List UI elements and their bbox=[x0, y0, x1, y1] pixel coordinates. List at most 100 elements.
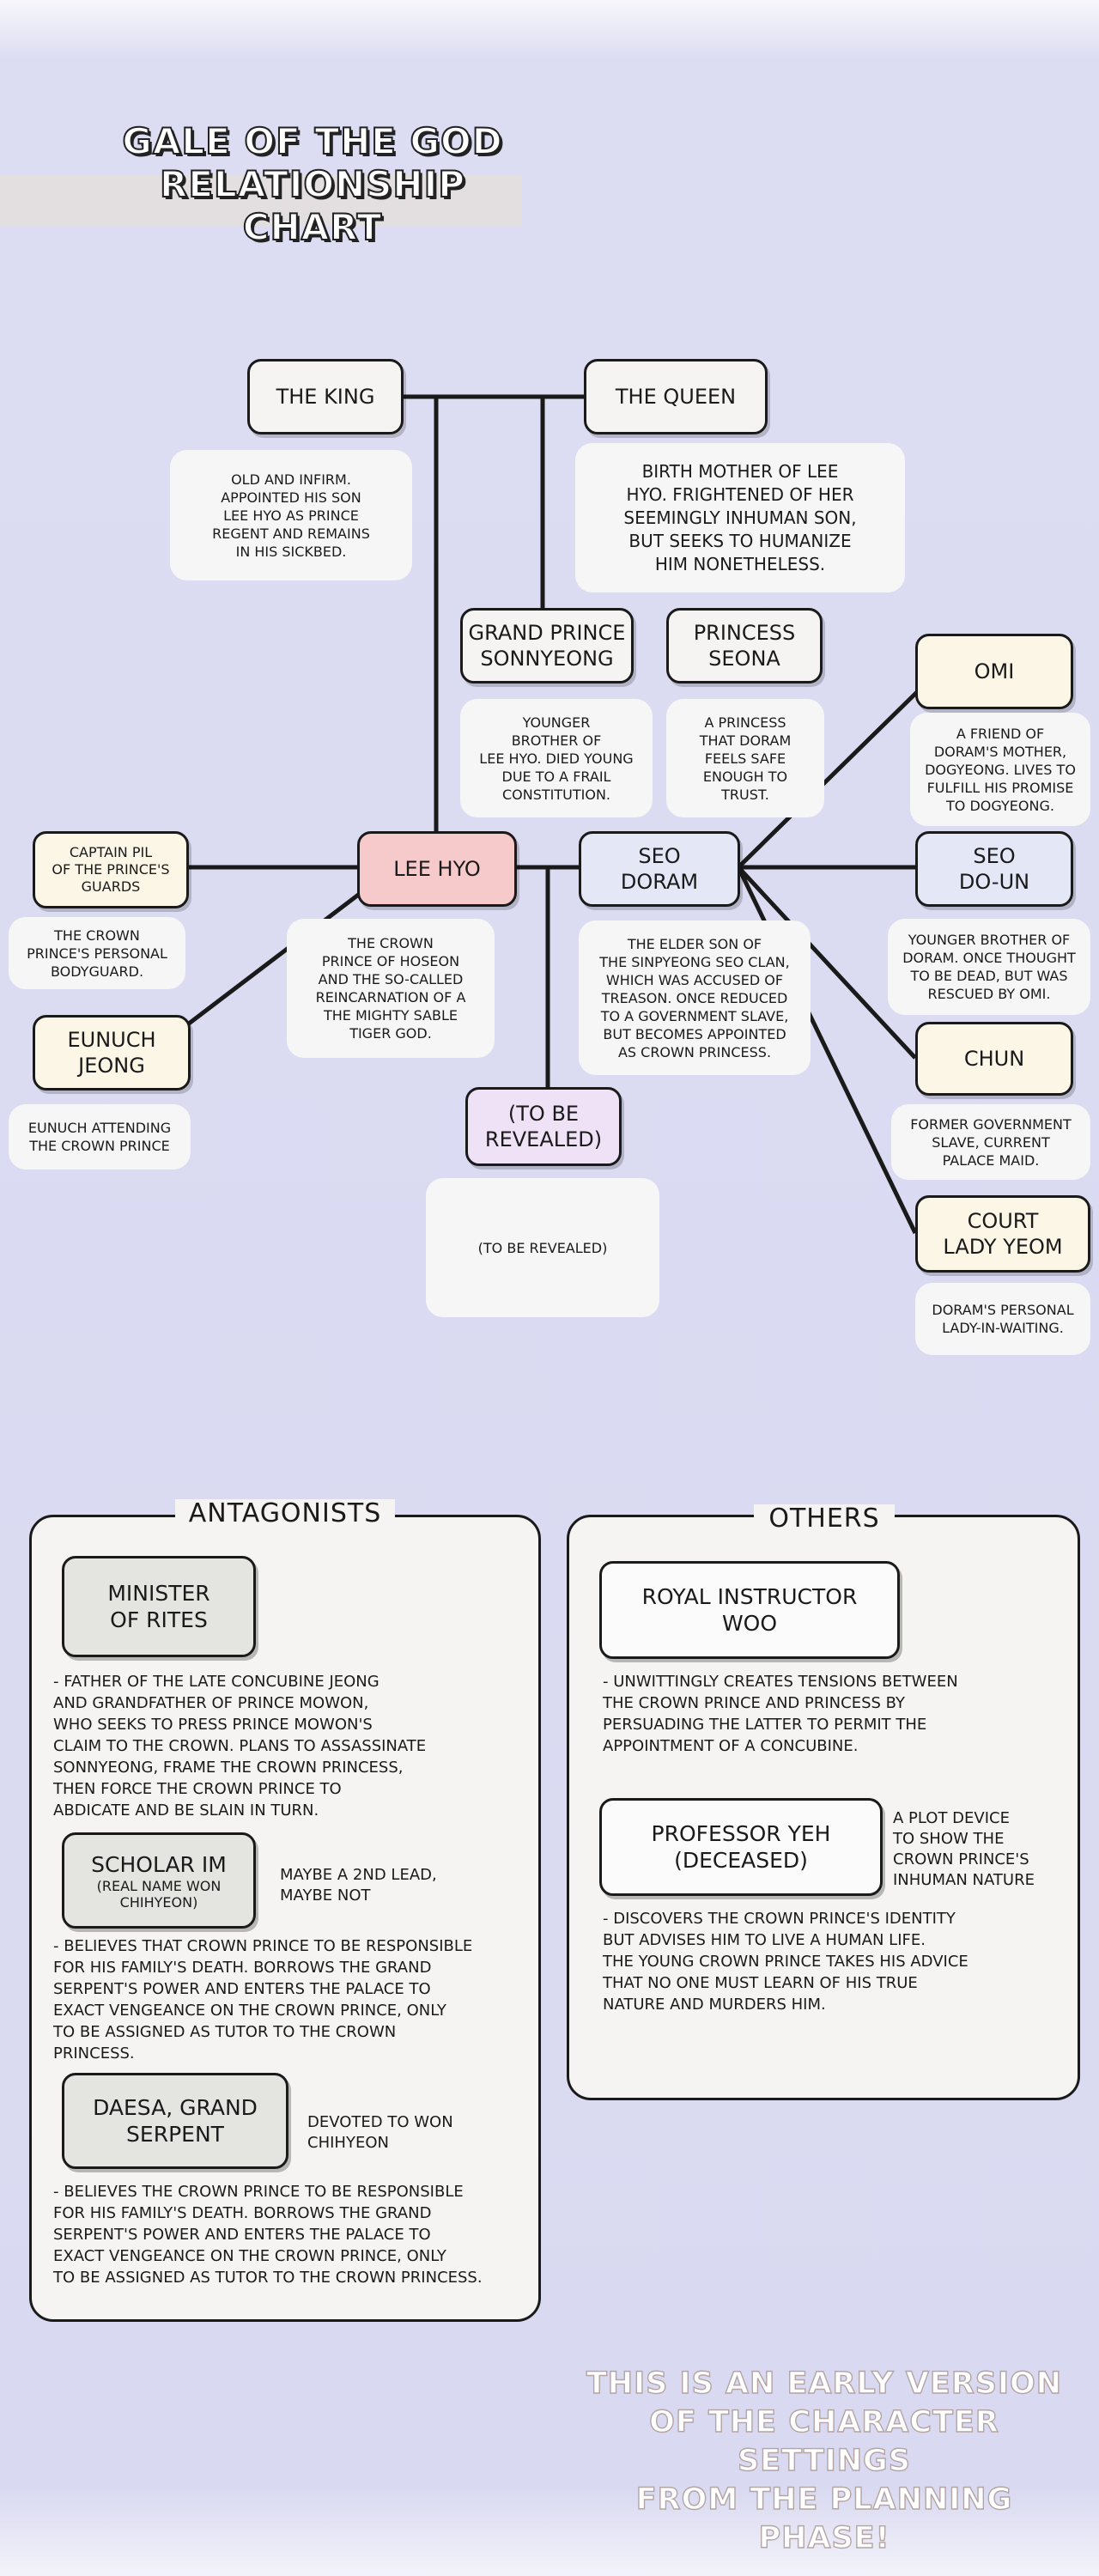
title-line-2: RELATIONSHIP CHART bbox=[159, 162, 465, 249]
text-line: THE YOUNG CROWN PRINCE TAKES HIS ADVICE bbox=[603, 1953, 968, 1971]
node-label: OMI bbox=[974, 659, 1015, 683]
note-line: HIM NONETHELESS. bbox=[654, 553, 826, 574]
text-line: THAT NO ONE MUST LEARN OF HIS TRUE bbox=[603, 1974, 918, 1992]
text-line: THEN FORCE THE CROWN PRINCE TO bbox=[53, 1780, 342, 1798]
note-line: FULFILL HIS PROMISE bbox=[926, 779, 1074, 796]
text-line: TO SHOW THE bbox=[893, 1830, 1005, 1848]
note-line: ENOUGH TO bbox=[702, 768, 788, 785]
node-the-king: THE KING bbox=[247, 359, 404, 434]
text-line: - BELIEVES THAT CROWN PRINCE TO BE RESPO… bbox=[53, 1937, 473, 1955]
text-line: - BELIEVES THE CROWN PRINCE TO BE RESPON… bbox=[53, 2183, 464, 2201]
text-line: TO BE ASSIGNED AS TUTOR TO THE CROWN bbox=[53, 2023, 397, 2041]
note-line: TO A GOVERNMENT SLAVE, bbox=[600, 1007, 789, 1024]
box-label: SERPENT bbox=[126, 2122, 224, 2147]
text-line: SONNYEONG, FRAME THE CROWN PRINCESS, bbox=[53, 1759, 404, 1777]
note-line: OLD AND INFIRM. bbox=[231, 471, 351, 488]
note-line: THAT DORAM bbox=[699, 732, 792, 749]
note-line: APPOINTED HIS SON bbox=[221, 489, 361, 506]
title-line-1: GALE OF THE GOD bbox=[121, 119, 503, 163]
others-title: OTHERS bbox=[754, 1504, 895, 1534]
text-line: MAYBE NOT bbox=[280, 1886, 371, 1905]
text-line: CHIHYEON bbox=[307, 2134, 389, 2152]
note-line: YOUNGER bbox=[522, 714, 591, 731]
text-line: PRINCESS. bbox=[53, 2044, 135, 2063]
note-line: HYO. FRIGHTENED OF HER bbox=[626, 483, 854, 505]
professor-yeh-side-note: A PLOT DEVICE TO SHOW THE CROWN PRINCE'S… bbox=[893, 1808, 1073, 1891]
text-line: ABDICATE AND BE SLAIN IN TURN. bbox=[53, 1801, 319, 1820]
note-line: TREASON. ONCE REDUCED bbox=[601, 989, 788, 1006]
text-line: INHUMAN NATURE bbox=[893, 1871, 1035, 1889]
note-line: DUE TO A FRAIL bbox=[501, 768, 611, 785]
note-line: DORAM'S PERSONAL bbox=[932, 1302, 1074, 1318]
note-line: DORAM'S MOTHER, bbox=[933, 743, 1067, 760]
antagonists-title: ANTAGONISTS bbox=[175, 1499, 395, 1528]
note-line: SLAVE, CURRENT bbox=[932, 1133, 1050, 1151]
text-line: FOR HIS FAMILY'S DEATH. BORROWS THE GRAN… bbox=[53, 2204, 432, 2222]
line-eunuch-leehyo bbox=[187, 891, 362, 1025]
node-label: THE QUEEN bbox=[615, 385, 737, 409]
daesa-text: - BELIEVES THE CROWN PRINCE TO BE RESPON… bbox=[53, 2181, 539, 2288]
text-line: TO BE ASSIGNED AS TUTOR TO THE CROWN PRI… bbox=[53, 2269, 483, 2287]
note-line: BIRTH MOTHER OF LEE bbox=[641, 460, 839, 482]
box-label: DAESA, GRAND bbox=[93, 2095, 258, 2120]
text-line: - DISCOVERS THE CROWN PRINCE'S IDENTITY bbox=[603, 1910, 956, 1928]
note-line: REINCARNATION OF A bbox=[315, 989, 466, 1005]
text-line: - FATHER OF THE LATE CONCUBINE JEONG bbox=[53, 1673, 379, 1691]
node-label: COURT bbox=[967, 1209, 1039, 1233]
footer-line: FROM THE PLANNING PHASE! bbox=[635, 2482, 1013, 2555]
professor-yeh-box: PROFESSOR YEH(DECEASED) bbox=[599, 1798, 883, 1896]
node-label: THE KING bbox=[276, 385, 375, 409]
note-line: PRINCE'S PERSONAL bbox=[27, 945, 167, 962]
text-line: THE CROWN PRINCE AND PRINCESS BY bbox=[603, 1694, 906, 1712]
text-line: WHO SEEKS TO PRESS PRINCE MOWON'S bbox=[53, 1716, 373, 1734]
node-lee-hyo: LEE HYO bbox=[357, 831, 517, 907]
text-line: EXACT VENGEANCE ON THE CROWN PRINCE, ONL… bbox=[53, 2002, 446, 2020]
note-line: WHICH WAS ACCUSED OF bbox=[605, 971, 784, 988]
box-label: WOO bbox=[721, 1611, 778, 1636]
note-line: YOUNGER BROTHER OF bbox=[908, 932, 1071, 948]
node-label: DO-UN bbox=[958, 870, 1030, 894]
box-label: ROYAL INSTRUCTOR bbox=[641, 1584, 858, 1609]
note-line: THE CROWN bbox=[54, 927, 140, 944]
text-line: DEVOTED TO WON bbox=[307, 2113, 453, 2131]
node-chun: CHUN bbox=[915, 1022, 1073, 1096]
footer-note: THIS IS AN EARLY VERSION OF THE CHARACTE… bbox=[567, 2365, 1082, 2558]
box-label: PROFESSOR YEH bbox=[651, 1821, 831, 1846]
note-line: AND THE SO-CALLED bbox=[318, 971, 464, 987]
note-line: THE MIGHTY SABLE bbox=[324, 1007, 458, 1024]
node-label: GUARDS bbox=[81, 878, 141, 895]
scholar-im-side-note: MAYBE A 2ND LEAD, MAYBE NOT bbox=[280, 1865, 503, 1906]
note-line: BODYGUARD. bbox=[50, 963, 144, 980]
node-label: REVEALED) bbox=[484, 1127, 603, 1151]
node-label: JEONG bbox=[78, 1054, 145, 1078]
node-label: SONNYEONG bbox=[480, 647, 614, 671]
royal-instructor-woo-text: - UNWITTINGLY CREATES TENSIONS BETWEEN T… bbox=[603, 1671, 1049, 1757]
professor-yeh-text: - DISCOVERS THE CROWN PRINCE'S IDENTITY … bbox=[603, 1908, 1066, 2015]
chart-title: GALE OF THE GOD RELATIONSHIP CHART bbox=[89, 119, 536, 249]
note-line: BUT BECOMES APPOINTED bbox=[603, 1025, 786, 1042]
note-line: EUNUCH ATTENDING bbox=[27, 1120, 172, 1136]
text-line: CLAIM TO THE CROWN. PLANS TO ASSASSINATE bbox=[53, 1737, 427, 1755]
note-line: TO BE DEAD, BUT WAS bbox=[910, 968, 1068, 984]
node-label: OF THE PRINCE'S bbox=[52, 861, 170, 878]
footer-line: THIS IS AN EARLY VERSION bbox=[586, 2366, 1063, 2401]
line-doram-omi bbox=[737, 690, 919, 869]
note-line: FEELS SAFE bbox=[704, 750, 786, 767]
note-line: DOGYEONG. LIVES TO bbox=[925, 761, 1076, 778]
note-line: PALACE MAID. bbox=[942, 1151, 1040, 1169]
node-label: SEO bbox=[638, 844, 681, 868]
note-line: THE SINPYEONG SEO CLAN, bbox=[599, 953, 790, 970]
node-label: LADY YEOM bbox=[943, 1235, 1063, 1259]
node-label: GRAND PRINCE bbox=[468, 621, 626, 645]
